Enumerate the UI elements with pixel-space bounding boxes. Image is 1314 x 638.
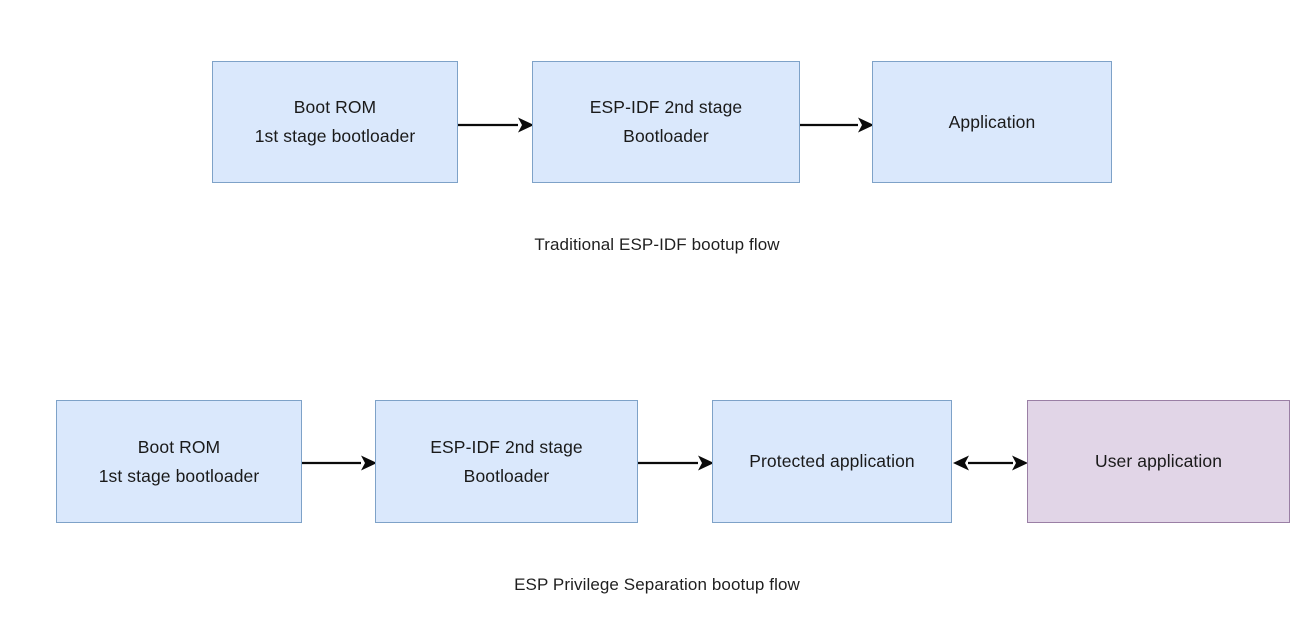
arrow-bootloader-to-application-traditional xyxy=(800,117,874,133)
node-boot-rom-first-stage-bootloader-privsep[interactable]: Boot ROM 1st stage bootloader xyxy=(56,400,302,523)
arrow-boot-rom-to-bootloader-traditional xyxy=(458,117,534,133)
node-boot-rom-first-stage-bootloader-traditional[interactable]: Boot ROM 1st stage bootloader xyxy=(212,61,458,183)
node-protected-application[interactable]: Protected application xyxy=(712,400,952,523)
node-user-application[interactable]: User application xyxy=(1027,400,1290,523)
node-application-traditional[interactable]: Application xyxy=(872,61,1112,183)
node-esp-idf-2nd-stage-bootloader-traditional[interactable]: ESP-IDF 2nd stage Bootloader xyxy=(532,61,800,183)
caption-privilege-separation-bootup-flow: ESP Privilege Separation bootup flow xyxy=(514,575,800,594)
arrow-boot-rom-to-bootloader-privsep xyxy=(302,455,377,471)
arrow-bootloader-to-protected-application xyxy=(638,455,714,471)
caption-traditional-bootup-flow: Traditional ESP-IDF bootup flow xyxy=(534,235,780,254)
arrow-bidirectional-protected-to-user-application xyxy=(953,455,1028,471)
node-esp-idf-2nd-stage-bootloader-privsep[interactable]: ESP-IDF 2nd stage Bootloader xyxy=(375,400,638,523)
